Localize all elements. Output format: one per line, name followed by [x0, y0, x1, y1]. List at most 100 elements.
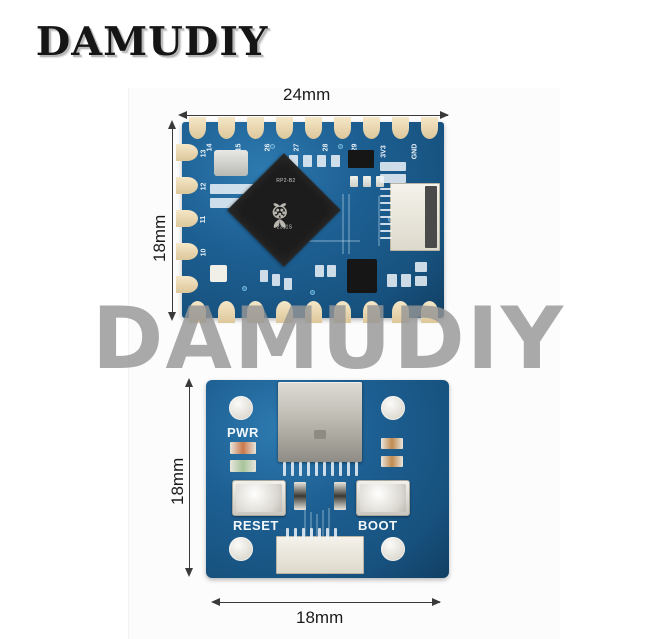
reset-button[interactable] [232, 480, 286, 516]
castellated-pad [176, 210, 198, 227]
castellated-pad [189, 301, 206, 323]
pcb-via [242, 286, 247, 291]
castellated-pad [392, 117, 409, 139]
usb-c-pin [283, 462, 286, 476]
silkscreen-pad-array [327, 265, 336, 277]
pin-label-left-2: 11 [200, 215, 208, 224]
pcb-trace [304, 510, 306, 540]
pcb-trace [310, 512, 312, 540]
castellated-pad [392, 301, 409, 323]
silkscreen-pad-array [284, 278, 292, 290]
fpc-pin [334, 528, 337, 540]
dimension-arrow-down-icon [185, 568, 193, 577]
fpc-pin [380, 216, 392, 218]
silkscreen-pad-array [380, 162, 406, 171]
castellated-pad [363, 117, 380, 139]
silkscreen-pad-array [210, 184, 254, 194]
fpc-pin [380, 202, 392, 204]
castellated-pad [189, 117, 206, 139]
fpc-pin [310, 528, 313, 540]
fpc-pin [380, 230, 392, 232]
usb-c-port [278, 382, 362, 462]
fpc-pin [380, 188, 392, 190]
castellated-pad [176, 243, 198, 260]
photo-panel-edge [128, 88, 129, 639]
castellated-pad [276, 301, 293, 323]
voltage-regulator [348, 150, 374, 168]
silkscreen-pad-array [317, 155, 326, 167]
rp2040-chip: RP2-B2 2311S [227, 153, 341, 267]
fpc-pin [380, 209, 392, 211]
pcb-trace [348, 194, 350, 254]
silkscreen-pad-array [415, 262, 427, 272]
fpc-pin [294, 528, 297, 540]
castellated-pad [247, 301, 264, 323]
bottom-board-height-label: 18mm [168, 457, 187, 505]
silkscreen-pad-array [315, 265, 324, 277]
brand-logo: DAMUDIY [35, 19, 269, 65]
castellated-pad [305, 301, 322, 323]
usb-c-pin [299, 462, 302, 476]
castellated-pad [334, 301, 351, 323]
silkscreen-pad-array [387, 274, 397, 287]
power-led [230, 442, 256, 454]
usb-c-shield-detail [314, 430, 326, 439]
castellated-pad [276, 117, 293, 139]
passive-component [381, 438, 403, 449]
dimension-arrow-up-icon [185, 378, 193, 387]
pin-label-left-1: 12 [200, 182, 208, 191]
top-board-width-label: 24mm [283, 85, 331, 104]
boot-button[interactable] [356, 480, 410, 516]
pin-label-top-7: GND [411, 143, 419, 160]
fpc-connector [276, 536, 364, 574]
fpc-pin [286, 528, 289, 540]
silkscreen-pad-array [289, 155, 298, 167]
silkscreen-pad-array [272, 274, 280, 286]
pcb-trace [322, 510, 324, 540]
dimension-arrow-left-icon [178, 111, 187, 119]
pcb-trace [378, 196, 380, 246]
fpc-latch [425, 186, 437, 248]
boot-button-dome [360, 484, 406, 512]
dimension-arrow-right-icon [432, 598, 441, 606]
castellated-pad [218, 301, 235, 323]
silkscreen-pad-array [415, 276, 427, 286]
pwr-label: PWR [227, 425, 259, 440]
usb-c-pin [347, 462, 350, 476]
top-board-height-label: 18mm [150, 214, 169, 262]
bottom-board-width-label: 18mm [296, 608, 344, 627]
usb-c-pin [307, 462, 310, 476]
boot-label: BOOT [358, 518, 398, 533]
pcb-via [338, 144, 343, 149]
castellated-pad [421, 117, 438, 139]
castellated-pad [247, 117, 264, 139]
bottom-board-width-dimension-line [213, 602, 440, 603]
fpc-pin [326, 528, 329, 540]
silkscreen-pad-array [401, 274, 411, 287]
mounting-hole [229, 537, 253, 561]
pcb-trace [300, 240, 360, 242]
rgb-led [210, 265, 227, 282]
pin-label-top-3: 27 [293, 143, 301, 152]
fpc-pin [380, 237, 392, 239]
rp2040-board: 14 15 26 27 28 29 3V3 GND 13 12 11 10 [176, 117, 444, 323]
dimension-arrow-left-icon [211, 598, 220, 606]
castellated-pad [176, 177, 198, 194]
fpc-pin [380, 223, 392, 225]
silkscreen-pad-array [331, 155, 340, 167]
fpc-pin [380, 195, 392, 197]
dimension-arrow-down-icon [168, 312, 176, 321]
usb-c-pin [355, 462, 358, 476]
reset-label: RESET [233, 518, 279, 533]
castellated-pad [218, 117, 235, 139]
chip-marking-line-2: 2311S [276, 224, 293, 231]
usb-c-pin [291, 462, 294, 476]
pin-label-top-4: 28 [322, 143, 330, 152]
mounting-hole [229, 396, 253, 420]
mounting-hole [381, 537, 405, 561]
bottom-board-height-dimension-line [189, 382, 190, 574]
passive-component [363, 176, 371, 187]
passive-component [381, 456, 403, 467]
usb-c-pin [339, 462, 342, 476]
castellated-pad [363, 301, 380, 323]
